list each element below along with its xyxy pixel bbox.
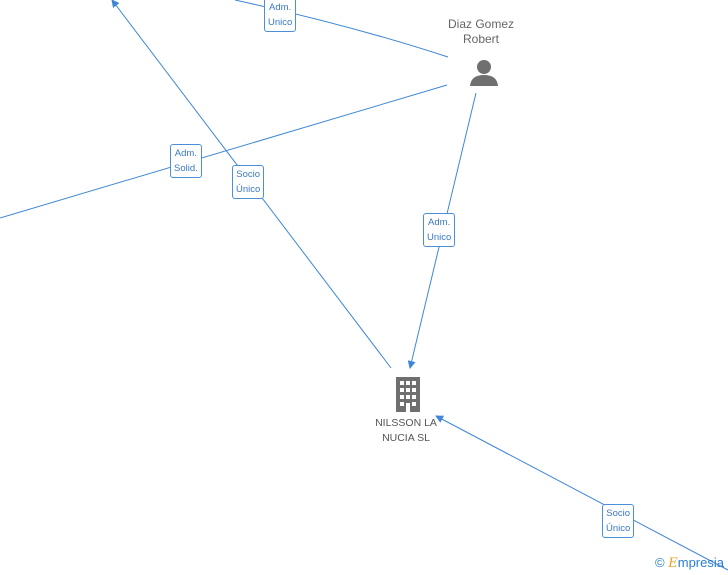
edge-adm-unico-top[interactable] xyxy=(234,0,449,58)
building-icon[interactable] xyxy=(393,377,423,412)
edge-label-line1: Socio xyxy=(236,169,261,180)
edge-label-line1: Adm. xyxy=(269,2,292,13)
empresia-logo: © Empresia xyxy=(655,555,724,571)
person-name-line2: Robert xyxy=(462,32,500,46)
edge-label-line1: Adm. xyxy=(174,148,197,159)
edge-label-socio-unico-left[interactable]: Socio Único xyxy=(232,165,265,199)
person-name[interactable]: Diaz Gomez Robert xyxy=(430,17,532,47)
edge-label-adm-unico-top[interactable]: Adm. Unico xyxy=(264,0,297,32)
copyright-symbol: © xyxy=(655,555,665,570)
company-name-line1: NILSSON LA xyxy=(375,417,437,429)
edge-socio-unico-bottom[interactable] xyxy=(435,415,728,571)
edge-label-line2: Único xyxy=(236,184,261,195)
person-name-line1: Diaz Gomez xyxy=(447,17,515,31)
edge-label-adm-solid[interactable]: Adm. Solid. xyxy=(170,144,202,178)
edge-label-line2: Unico xyxy=(427,232,452,243)
edge-label-line2: Único xyxy=(606,523,631,534)
company-name[interactable]: NILSSON LA NUCIA SL xyxy=(360,416,452,446)
company-name-line2: NUCIA SL xyxy=(382,432,430,444)
edge-label-line2: Unico xyxy=(268,17,293,28)
edge-label-line1: Socio xyxy=(606,508,631,519)
edge-label-line1: Adm. xyxy=(428,217,451,228)
brand-initial: E xyxy=(668,556,678,571)
edge-label-adm-unico-mid[interactable]: Adm. Unico xyxy=(423,213,456,247)
brand-name: mpresia xyxy=(677,555,724,570)
person-icon[interactable] xyxy=(469,58,499,86)
edge-adm-solid[interactable] xyxy=(0,84,448,219)
edge-label-line2: Solid. xyxy=(174,163,198,174)
edge-label-socio-unico-bottom[interactable]: Socio Único xyxy=(602,504,635,538)
